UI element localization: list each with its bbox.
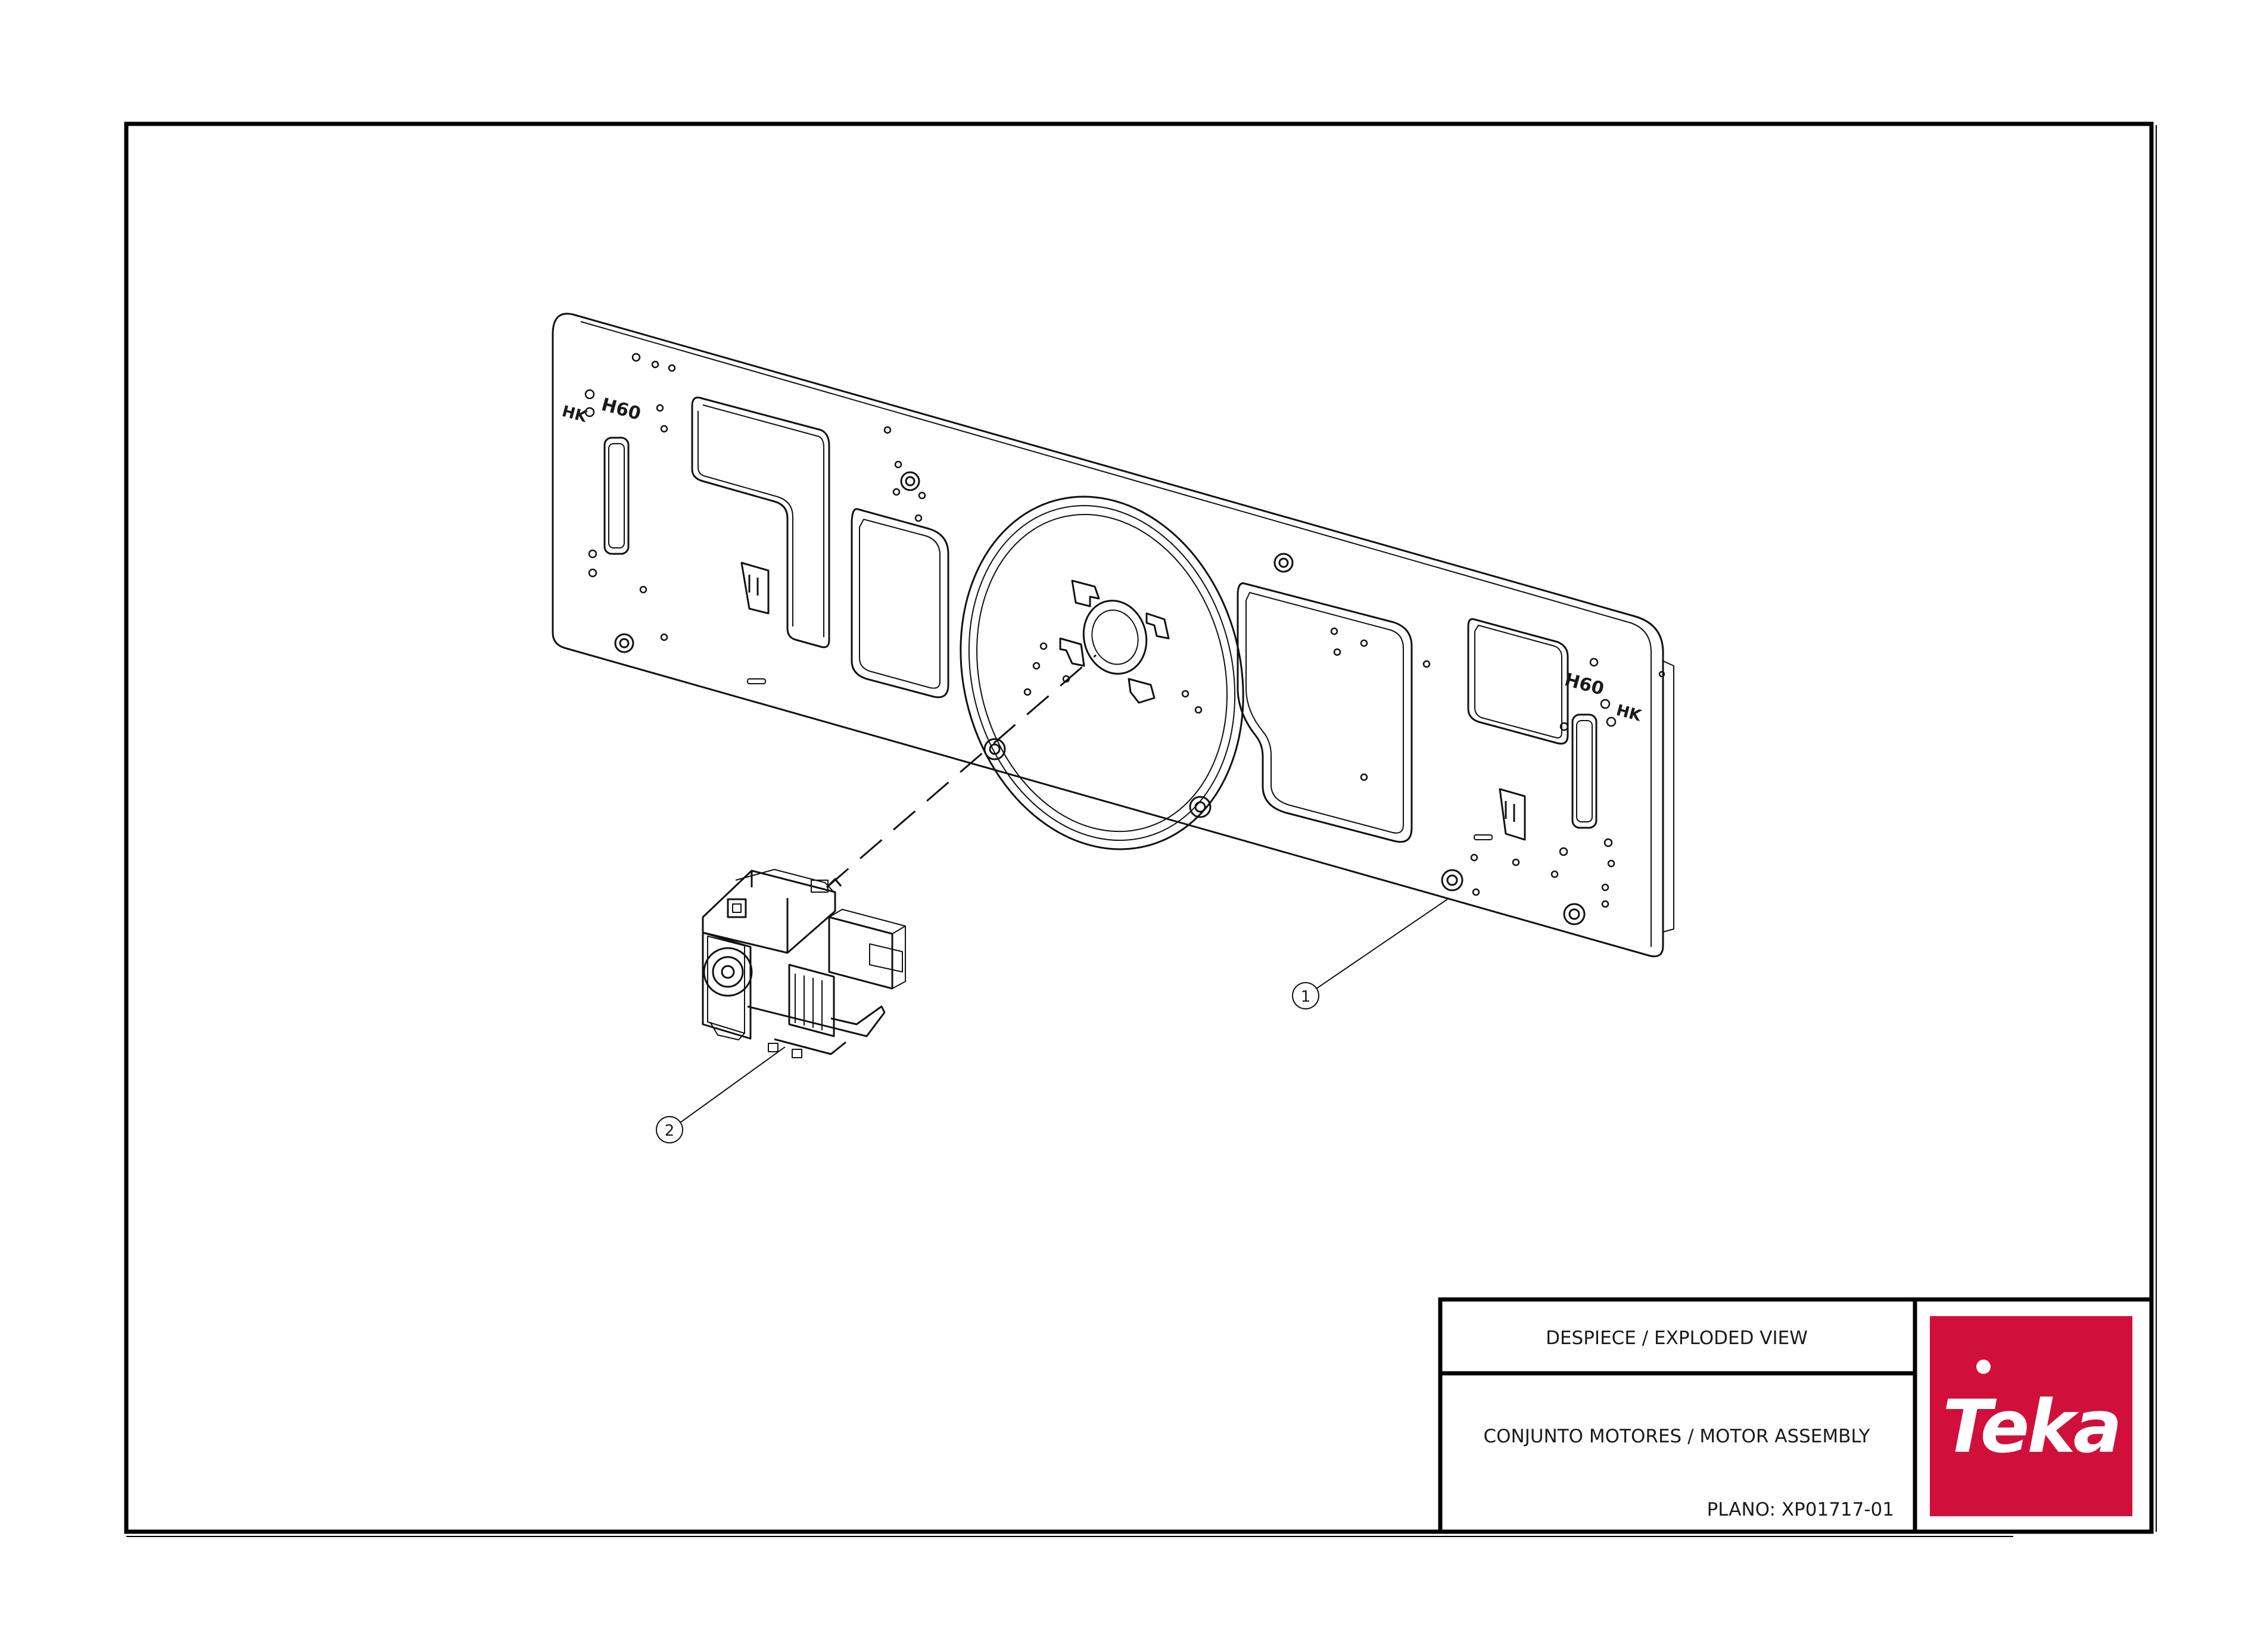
left-window [851,508,949,699]
hub-clip [1128,678,1156,704]
leader-line-part-2 [680,1046,786,1123]
plate-marking-right-small: HK [1614,702,1643,725]
center-disc [960,495,1244,850]
logo-dot-icon [1976,1360,1991,1374]
plate-marking-left-large: H60 [599,394,643,425]
callout-part-1: 1 [1292,982,1319,1009]
callout-part-2: 2 [656,1116,683,1143]
drawing-frame [124,121,2157,1537]
hub-clip [1071,579,1100,607]
title-block-line-2: CONJUNTO MOTORES / MOTOR ASSEMBLY [1483,1426,1870,1447]
plan-number: PLANO: XP01717-01 [1707,1499,1894,1520]
screw-bosses [614,471,1586,925]
hub-clip [1059,637,1085,667]
motor [702,869,906,1058]
right-upper-window [1467,618,1569,745]
leader-line-part-1 [1316,899,1448,989]
hub-clip [1145,612,1170,640]
plate-marking-right-large: H60 [1562,669,1606,700]
left-l-cutout [691,397,830,649]
plate-edge [580,321,1652,947]
right-tab [1499,788,1526,841]
callout-label: 1 [1301,988,1311,1006]
motor-gear [703,947,753,997]
assembly-axis-dashed-line [826,654,1097,889]
right-window [1237,582,1413,843]
right-slot [1571,713,1598,829]
mounting-plate [552,313,1674,958]
callout-label: 2 [665,1122,675,1140]
left-slot [603,437,630,555]
plate-holes [584,353,1665,908]
plate-marking-left-small: HK [560,403,589,426]
teka-logo: Teka [1930,1316,2132,1516]
title-block-line-1: DESPIECE / EXPLODED VIEW [1546,1327,1808,1349]
logo-wordmark: Teka [1942,1385,2120,1469]
plate-outline [552,313,1664,958]
center-hub [1082,600,1148,675]
left-tab [740,562,770,615]
